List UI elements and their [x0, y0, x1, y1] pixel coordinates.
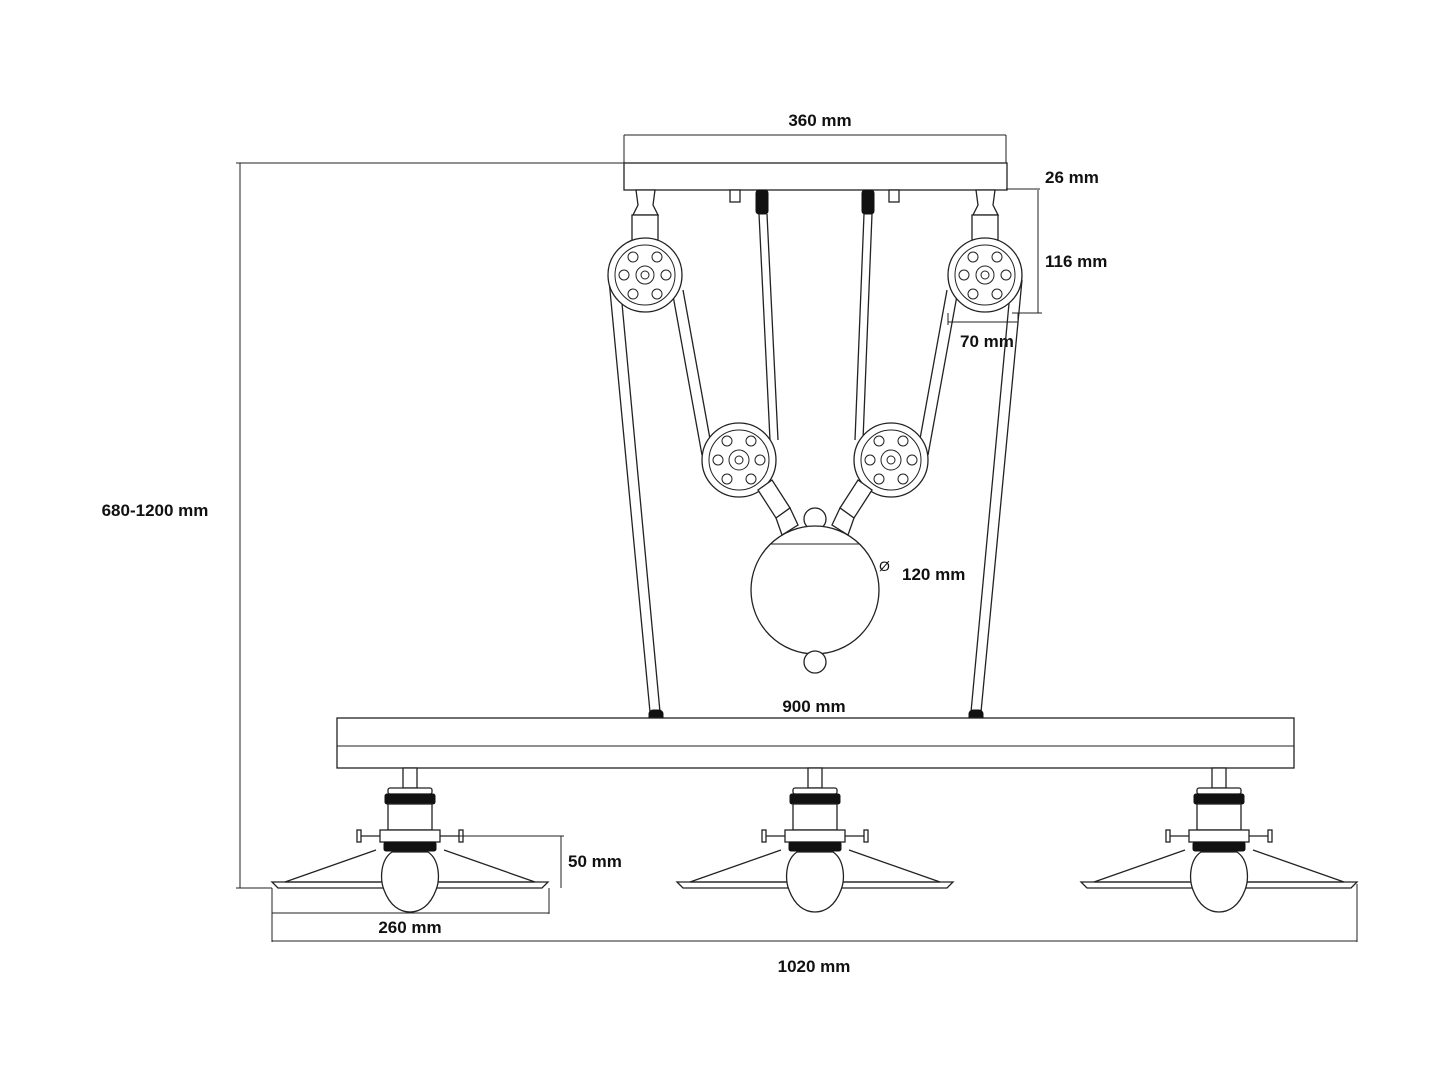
pulley-top-right [947, 237, 1023, 313]
canopy-fittings [729, 189, 900, 215]
counterweight-arms [757, 479, 873, 536]
total-height-label: 680-1200 mm [102, 501, 209, 520]
weight-diameter-label: 120 mm [902, 565, 965, 584]
pulley-drop-label: 116 mm [1045, 252, 1107, 271]
counterweight-ball [750, 507, 880, 674]
top-pulley-hangers [631, 189, 1000, 242]
total-width-dimension [272, 884, 1358, 942]
canopy-width-label: 360 mm [788, 111, 851, 130]
total-width-label: 1020 mm [778, 957, 851, 976]
pulley-lower-left [701, 422, 777, 498]
shade-dimensions [271, 835, 564, 942]
canopy-height-label: 26 mm [1045, 168, 1099, 187]
shade-diameter-label: 260 mm [378, 918, 441, 937]
bar-length-label: 900 mm [782, 697, 845, 716]
lamp-right [1079, 767, 1359, 913]
diameter-symbol: Ø [879, 558, 890, 574]
pulley-top-left [607, 237, 683, 313]
light-bar [336, 717, 1295, 769]
cables [608, 213, 1023, 713]
total-height-dimension [236, 162, 624, 889]
pulley-dimensions [947, 190, 1042, 325]
shade-height-label: 50 mm [568, 852, 622, 871]
lamp-left [270, 767, 550, 913]
ceiling-canopy [623, 134, 1040, 191]
pulley-lower-right [853, 422, 929, 498]
pulley-width-label: 70 mm [960, 332, 1014, 351]
lamp-center [675, 767, 955, 913]
